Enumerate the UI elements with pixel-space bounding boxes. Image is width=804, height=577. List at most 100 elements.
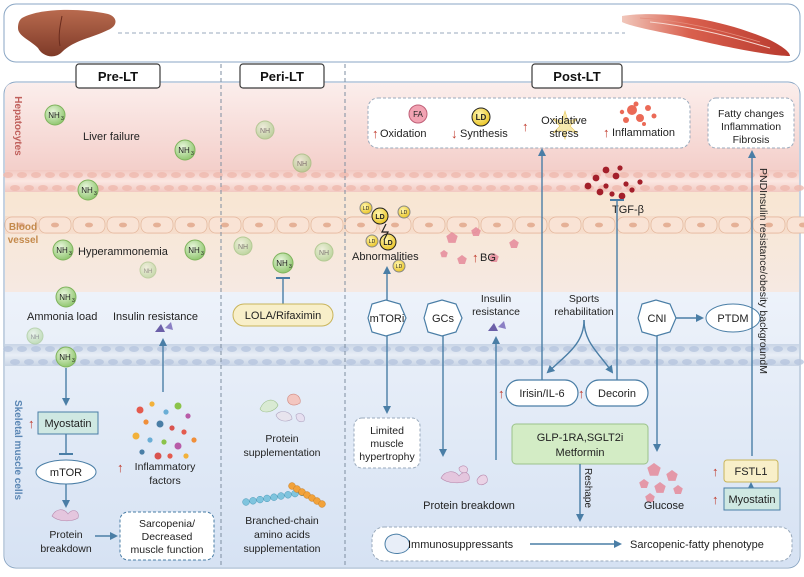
glp1-text-2: Metformin xyxy=(556,447,605,459)
ld-molecule: LD xyxy=(365,234,379,248)
sarcopenia-text-1: Sarcopenia/ xyxy=(139,518,195,530)
ld-molecule: LD xyxy=(397,205,411,219)
cni-text: CNI xyxy=(648,313,667,325)
svg-text:LD: LD xyxy=(401,210,408,216)
svg-text:NH: NH xyxy=(319,250,329,257)
fatty-changes-text-3: Fibrosis xyxy=(733,134,770,146)
svg-text:FA: FA xyxy=(413,110,423,119)
gcs-text: GCs xyxy=(432,313,455,325)
oxidation-text: Oxidation xyxy=(380,128,426,140)
irisin-il6-text: Irisin/IL-6 xyxy=(519,388,564,400)
lola-rifaximin-text: LOLA/Rifaximin xyxy=(245,310,321,322)
svg-text:LD: LD xyxy=(383,240,392,247)
svg-text:3: 3 xyxy=(201,251,204,257)
limited-text-3: hypertrophy xyxy=(359,451,415,463)
protein-breakdown-pre-2: breakdown xyxy=(40,543,92,555)
bcaa-text-2: amino acids xyxy=(254,529,310,541)
up-arrow-icon: ↑ xyxy=(117,460,124,475)
bcaa-text-3: supplementation xyxy=(243,543,320,555)
limited-hypertrophy-box xyxy=(353,417,421,469)
immunosuppressant-cell-icon xyxy=(384,533,411,554)
sports-rehab-text-2: rehabilitation xyxy=(554,306,614,318)
up-arrow-icon: ↑ xyxy=(28,416,35,431)
vessel-wall-cells xyxy=(4,216,804,234)
svg-text:NH: NH xyxy=(48,111,60,120)
lightning-icon xyxy=(381,223,389,241)
myostatin-box-pre xyxy=(37,411,99,435)
ld-molecule: LD xyxy=(379,233,397,251)
ptdm-ellipse xyxy=(705,303,761,333)
insulin-receptor-icon xyxy=(155,322,173,332)
glp1-text-1: GLP-1RA,SGLT2i xyxy=(537,432,624,444)
fstl1-text: FSTL1 xyxy=(734,466,767,478)
hepatocytes-label: Hepatocytes xyxy=(12,96,23,156)
decorin-text: Decorin xyxy=(598,388,636,400)
header-post-label: Post-LT xyxy=(553,69,600,84)
protein-fragments-icon xyxy=(51,509,79,522)
synthesis-text: Synthesis xyxy=(460,128,508,140)
up-arrow-icon: ↑ xyxy=(712,492,719,507)
liver-failure-text: Liver failure xyxy=(83,131,140,143)
header-post-lt: Post-LT xyxy=(531,63,623,89)
sarcopenia-box xyxy=(119,511,215,561)
myostatin-pre-text: Myostatin xyxy=(44,418,91,430)
inflammation-icon xyxy=(619,101,657,126)
blood-glucose-particles-icon xyxy=(440,227,519,264)
blood-vessel-label-2: vessel xyxy=(8,235,39,246)
nh3-molecule: NH 3 xyxy=(55,286,77,308)
fatty-changes-text-2: Inflammation xyxy=(721,121,781,133)
inflammatory-text-2: factors xyxy=(149,475,181,487)
ptdm-text: PTDM xyxy=(717,313,748,325)
oxidative-stress-text-1: Oxidative xyxy=(541,115,587,127)
membrane-pattern xyxy=(3,172,804,191)
lola-rifaximin-box xyxy=(232,303,334,327)
insulin-resistance-pre-text: Insulin resistance xyxy=(113,311,198,323)
ld-molecule: LD xyxy=(371,207,389,225)
sarcopenic-fatty-text: Sarcopenic-fatty phenotype xyxy=(630,539,764,551)
svg-text:NH: NH xyxy=(188,246,200,255)
header-peri-lt: Peri-LT xyxy=(239,63,325,89)
insulin-resistance-post-1: Insulin xyxy=(481,293,512,305)
nh3-molecule: NH 3 xyxy=(44,104,66,126)
liver-effects-box xyxy=(367,97,691,149)
svg-text:3: 3 xyxy=(94,191,97,197)
up-arrow-icon: ↑ xyxy=(372,126,379,141)
nh3-molecule-faint: NH xyxy=(314,242,334,262)
mtori-badge xyxy=(367,299,407,337)
svg-text:LD: LD xyxy=(363,206,370,212)
nh3-molecule-faint: NH xyxy=(139,261,157,279)
protein-supp-text-2: supplementation xyxy=(243,447,320,459)
svg-text:NH: NH xyxy=(31,335,40,341)
sports-rehab-text-1: Sports xyxy=(569,293,599,305)
oxidative-stress-text-2: stress xyxy=(549,128,579,140)
up-arrow-icon: ↑ xyxy=(472,250,479,265)
vertical-background-text: PNDInsulin resistance/obesity background… xyxy=(757,168,769,374)
ld-molecule: LD xyxy=(471,107,491,127)
protein-fragments-icon xyxy=(440,465,488,486)
arrow-sports-to-decorin xyxy=(583,319,614,374)
gcs-badge xyxy=(423,299,463,337)
membrane-pattern-2 xyxy=(3,346,804,365)
inflammatory-factors-icon xyxy=(132,401,197,460)
up-arrow-icon: ↑ xyxy=(603,125,610,140)
protein-supp-text-1: Protein xyxy=(265,433,298,445)
bcaa-chain-icon xyxy=(242,482,326,508)
oxidative-stress-icon xyxy=(552,109,578,141)
abnormalities-text: Abnormalities xyxy=(352,251,419,263)
inflammation-text: Inflammation xyxy=(612,127,675,139)
glucose-text: Glucose xyxy=(644,500,684,512)
protein-supplement-icon xyxy=(259,393,305,423)
svg-text:NH: NH xyxy=(297,161,307,168)
nh3-molecule: NH 3 xyxy=(55,346,77,368)
nh3-molecule-faint: NH xyxy=(233,236,253,256)
header-pre-label: Pre-LT xyxy=(98,69,138,84)
blood-vessel-label-1: Blood xyxy=(9,222,37,233)
fatty-changes-box xyxy=(707,97,795,149)
header-pre-lt: Pre-LT xyxy=(75,63,161,89)
up-arrow-icon: ↑ xyxy=(498,386,505,401)
hyperammonemia-text: Hyperammonemia xyxy=(78,246,169,258)
nh3-molecule: NH 3 xyxy=(272,252,294,274)
nh3-molecule: NH 3 xyxy=(52,239,74,261)
protein-breakdown-pre-1: Protein xyxy=(49,529,82,541)
